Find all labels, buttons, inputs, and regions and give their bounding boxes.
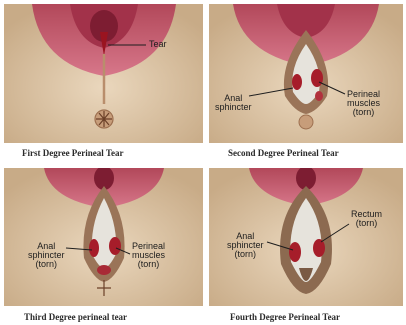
label-perineal-muscles-torn: Perineal muscles (torn) bbox=[132, 242, 165, 269]
first-degree-illustration bbox=[4, 4, 203, 143]
label-anal-sphincter-torn-4: Anal sphincter (torn) bbox=[227, 232, 264, 259]
label-perineal-muscles: Perineal muscles (torn) bbox=[347, 90, 380, 117]
third-degree-illustration bbox=[4, 168, 203, 306]
caption-fourth-degree: Fourth Degree Perineal Tear bbox=[230, 312, 340, 322]
label-tear: Tear bbox=[149, 40, 167, 49]
panel-fourth-degree: Anal sphincter (torn) Rectum (torn) bbox=[209, 168, 403, 306]
label-anal-sphincter-torn: Anal sphincter (torn) bbox=[28, 242, 65, 269]
caption-second-degree: Second Degree Perineal Tear bbox=[228, 148, 339, 158]
label-anal-sphincter: Anal sphincter bbox=[215, 94, 252, 112]
panel-third-degree: Anal sphincter (torn) Perineal muscles (… bbox=[4, 168, 203, 306]
caption-first-degree: First Degree Perineal Tear bbox=[22, 148, 124, 158]
caption-third-degree: Third Degree perineal tear bbox=[24, 312, 127, 322]
panel-first-degree: Tear bbox=[4, 4, 203, 143]
second-degree-illustration bbox=[209, 4, 403, 143]
panel-second-degree: Anal sphincter Perineal muscles (torn) bbox=[209, 4, 403, 143]
label-rectum-torn: Rectum (torn) bbox=[351, 210, 382, 228]
